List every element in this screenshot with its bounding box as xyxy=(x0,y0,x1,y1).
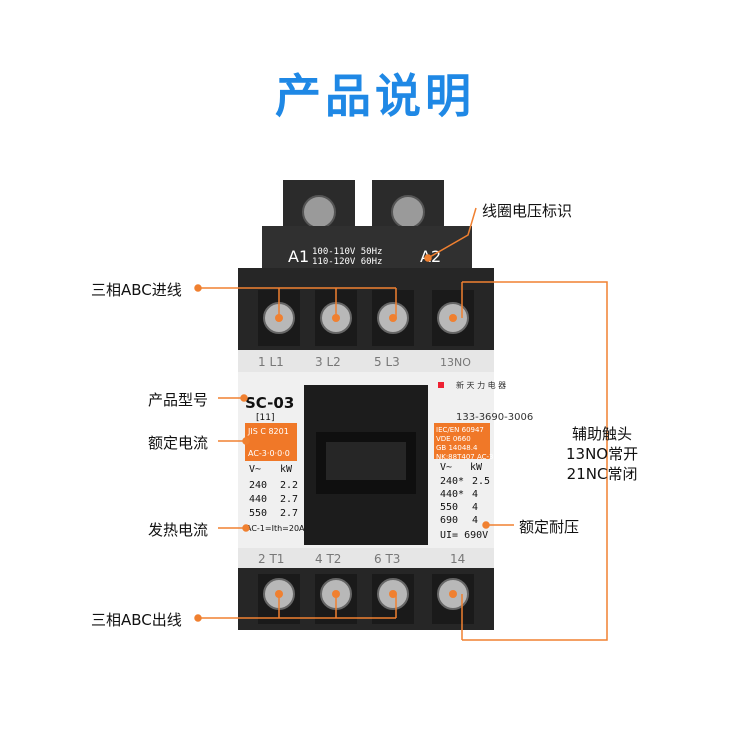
aux-line-1: 辅助触头 xyxy=(572,425,633,443)
coil-voltage-callout: 线圈电压标识 xyxy=(482,202,573,220)
three-phase-out-callout: 三相ABC出线 xyxy=(91,611,182,629)
bottom-terminal-strip xyxy=(238,548,494,568)
svg-text:V~: V~ xyxy=(249,464,261,475)
jis-standard-text: JIS C 8201 xyxy=(247,427,289,436)
svg-text:2.7: 2.7 xyxy=(280,508,298,519)
svg-text:2.5: 2.5 xyxy=(472,476,490,487)
model-text: SC-03 xyxy=(245,394,294,412)
rated-voltage-callout: 额定耐压 xyxy=(519,518,580,536)
aux-line-2: 13NO常开 xyxy=(566,445,639,463)
svg-text:NK:88T407 AC-3: NK:88T407 AC-3 xyxy=(436,453,494,461)
svg-text:550: 550 xyxy=(249,508,267,519)
svg-text:VDE 0660: VDE 0660 xyxy=(436,435,471,443)
coil-voltage-line2: 110-120V 60Hz xyxy=(312,257,382,267)
terminal-l1: 1 L1 xyxy=(258,355,284,369)
svg-text:2.7: 2.7 xyxy=(280,494,298,505)
svg-text:440: 440 xyxy=(249,494,267,505)
three-phase-in-callout: 三相ABC进线 xyxy=(91,281,182,299)
svg-text:690: 690 xyxy=(440,515,458,526)
callout-lines xyxy=(194,207,608,641)
terminal-t1: 2 T1 xyxy=(258,552,284,566)
ac-rating-text: AC-3·0·0·0 xyxy=(248,449,290,458)
svg-text:440*: 440* xyxy=(440,489,464,500)
thermal-current-text: AC-1=Ith=20A xyxy=(246,524,305,533)
svg-text:4: 4 xyxy=(472,502,478,513)
terminal-13no: 13NO xyxy=(440,356,471,369)
svg-text:V~: V~ xyxy=(440,462,452,473)
rated-current-callout: 额定电流 xyxy=(148,434,209,452)
model-callout: 产品型号 xyxy=(148,391,209,409)
svg-text:240*: 240* xyxy=(440,476,464,487)
aux-contact-callout: 辅助触头 13NO常开 21NC常闭 xyxy=(566,424,638,484)
model-code-text: [11] xyxy=(256,413,274,423)
terminal-l2: 3 L2 xyxy=(315,355,341,369)
coil-voltage-line1: 100-110V 50Hz xyxy=(312,247,382,257)
thermal-current-callout: 发热电流 xyxy=(148,521,209,539)
terminal-t2: 4 T2 xyxy=(315,552,341,566)
ui-voltage-text: UI= 690V xyxy=(440,530,488,541)
coil-terminal-block: A1 A2 100-110V 50Hz 110-120V 60Hz xyxy=(262,180,472,268)
coil-a1-label: A1 xyxy=(288,247,309,266)
right-nameplate: 新 天 力 电 器 133-3690-3006 IEC/EN 60947 VDE… xyxy=(434,380,533,541)
svg-text:550: 550 xyxy=(440,502,458,513)
svg-text:4: 4 xyxy=(472,515,478,526)
top-terminal-strip xyxy=(238,350,494,372)
terminal-t3: 6 T3 xyxy=(374,552,400,566)
svg-text:kW: kW xyxy=(470,462,483,473)
terminal-14: 14 xyxy=(450,552,465,566)
phone-text: 133-3690-3006 xyxy=(456,412,533,423)
svg-text:kW: kW xyxy=(280,464,293,475)
left-nameplate: SC-03 [11] JIS C 8201 AC-3·0·0·0 V~ kW 2… xyxy=(245,394,305,533)
svg-text:2.2: 2.2 xyxy=(280,480,298,491)
svg-text:4: 4 xyxy=(472,489,478,500)
svg-text:IEC/EN 60947: IEC/EN 60947 xyxy=(436,426,484,434)
svg-text:240: 240 xyxy=(249,480,267,491)
brand-text: 新 天 力 电 器 xyxy=(456,380,506,390)
aux-line-3: 21NC常闭 xyxy=(566,465,638,483)
svg-text:GB 14048.4: GB 14048.4 xyxy=(436,444,478,452)
page-title: 产品说明 xyxy=(275,69,475,123)
terminal-l3: 5 L3 xyxy=(374,355,400,369)
